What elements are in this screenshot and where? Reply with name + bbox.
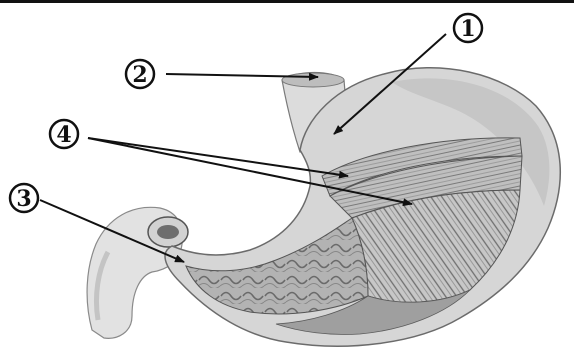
number-label-2: 2	[126, 60, 154, 88]
number-label-2-text: 2	[132, 62, 147, 88]
number-label-3-text: 3	[16, 186, 31, 212]
number-label-4-text: 4	[56, 122, 71, 148]
number-label-1: 1	[454, 14, 482, 42]
top-border	[0, 0, 574, 3]
number-label-4: 4	[50, 120, 78, 148]
number-label-3: 3	[10, 184, 38, 212]
number-label-1-text: 1	[460, 16, 475, 42]
